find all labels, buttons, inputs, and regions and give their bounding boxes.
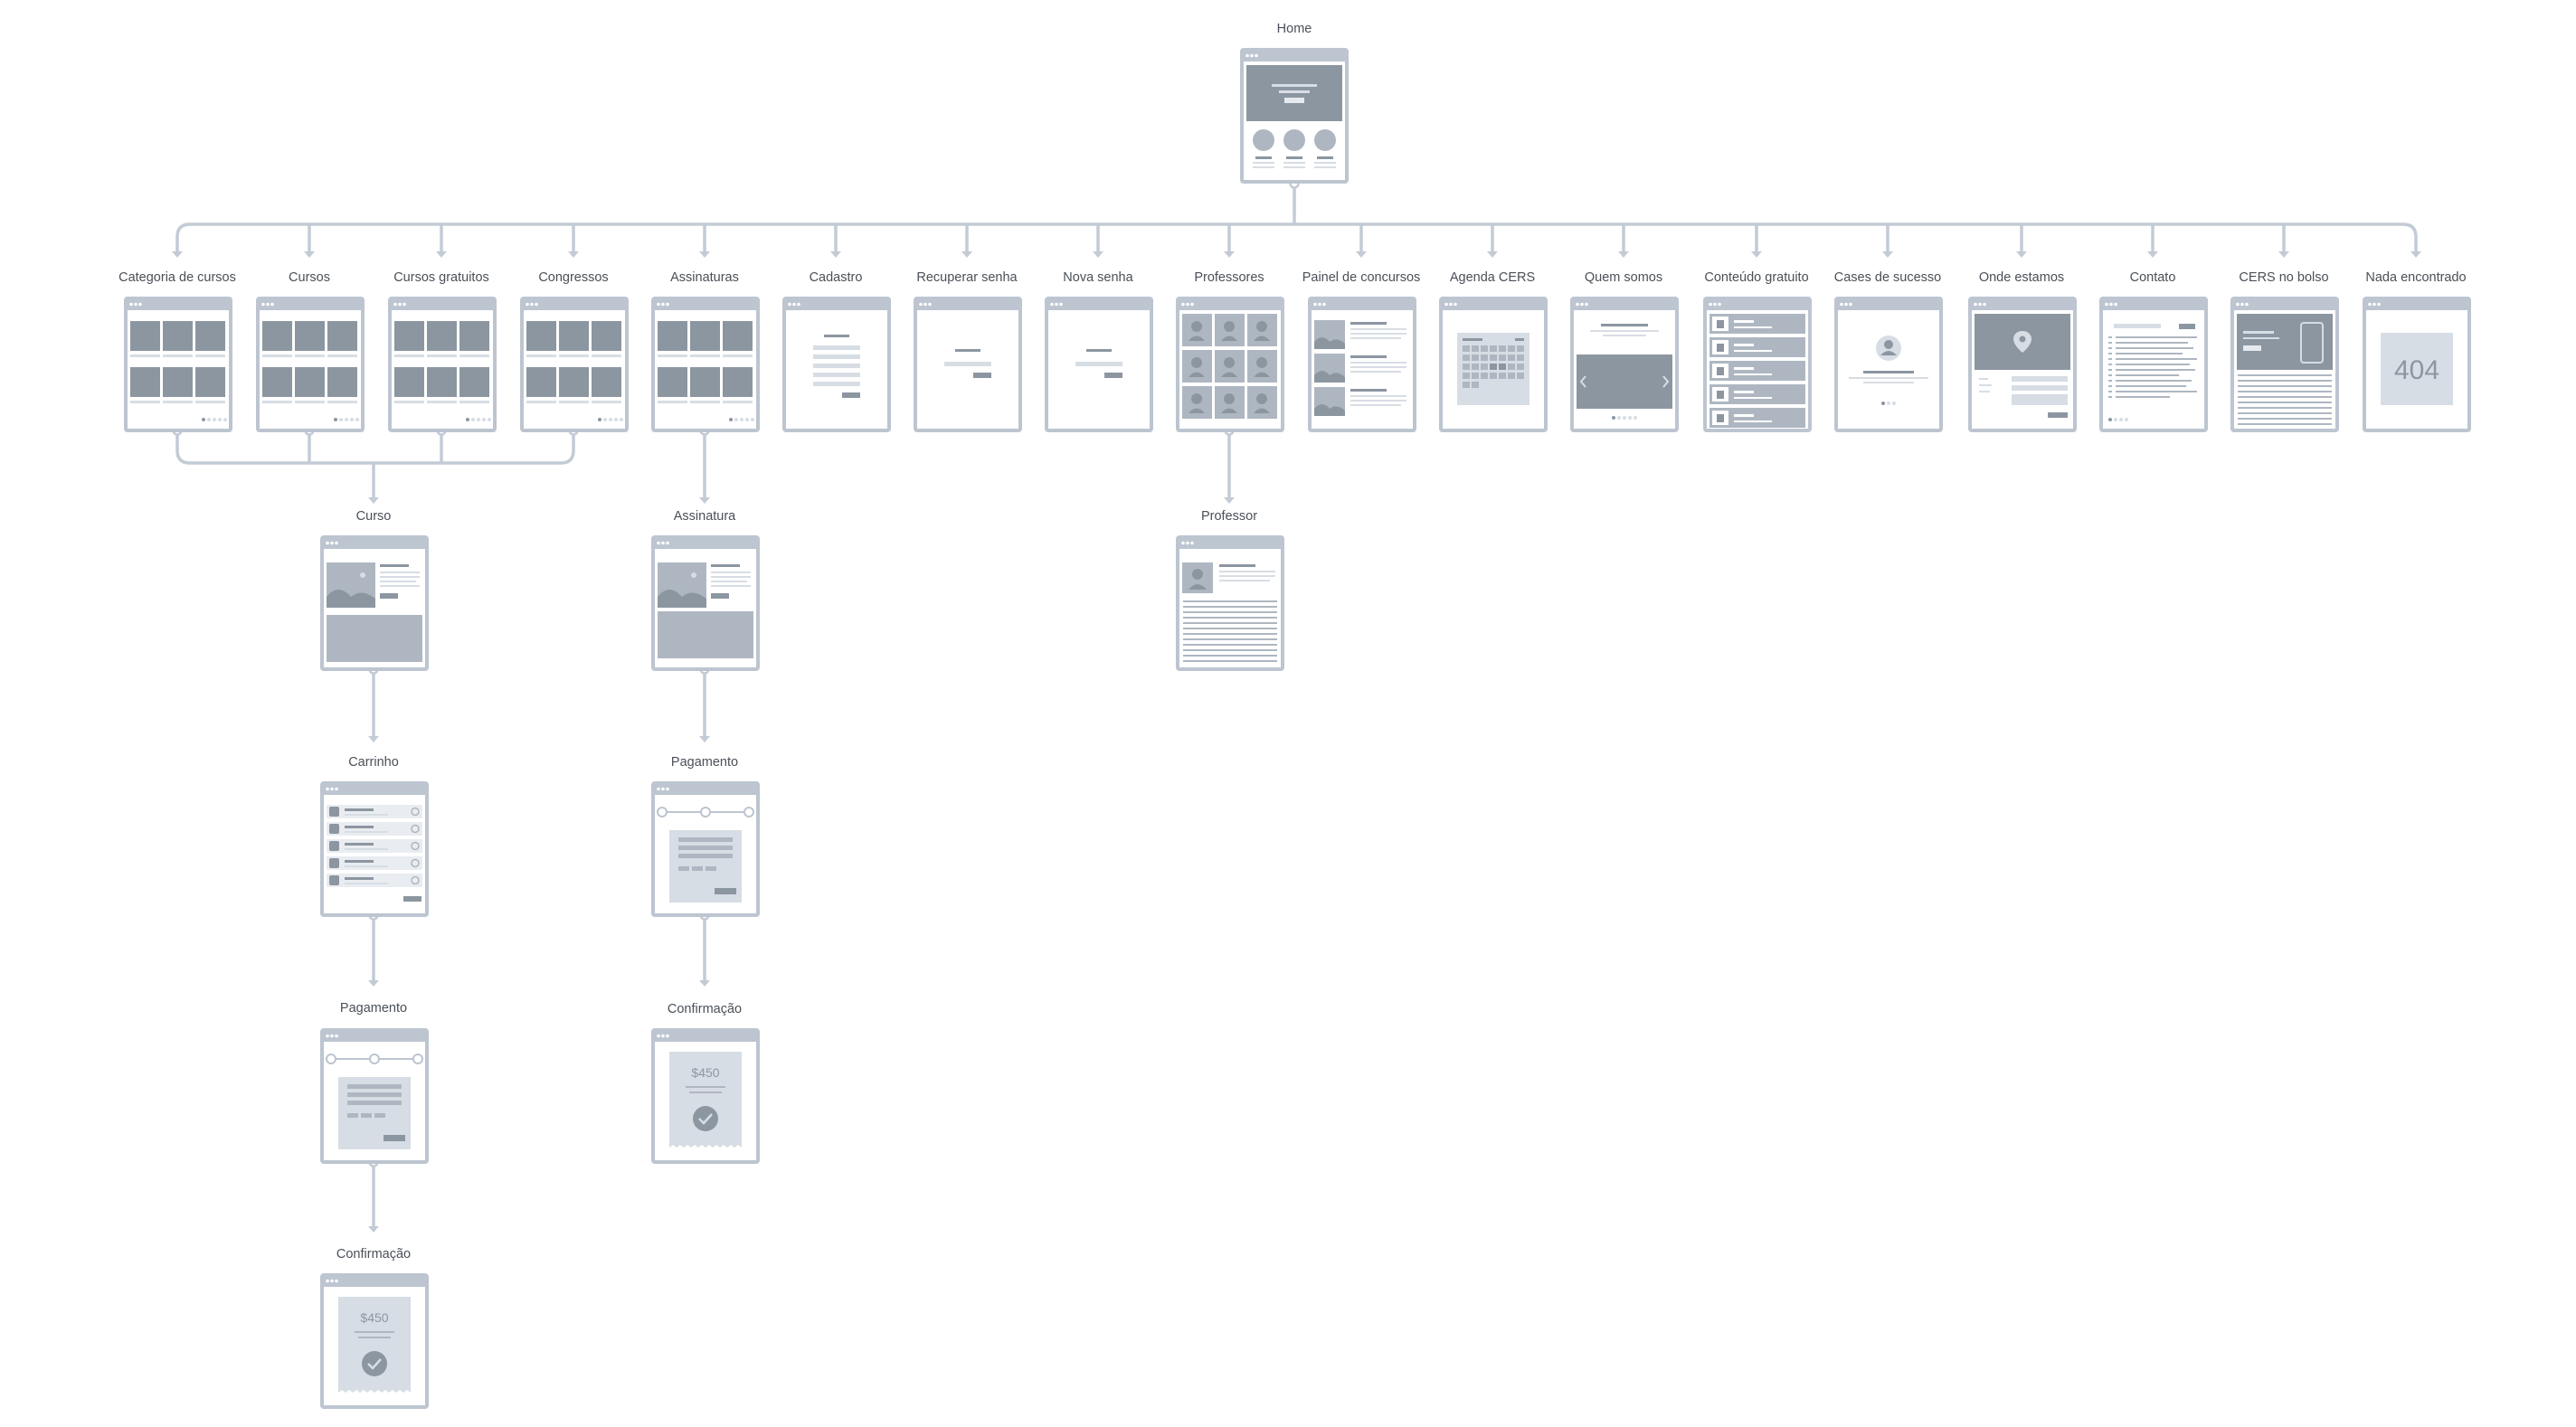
page-contato[interactable]: Contato — [2099, 270, 2208, 432]
page-label: Pagamento — [340, 1001, 407, 1016]
wireframe-thumbnail — [124, 297, 232, 432]
wireframe-thumbnail — [256, 297, 365, 432]
page-curso[interactable]: Curso — [320, 509, 429, 671]
page-label: Contato — [2130, 270, 2176, 285]
wireframe-thumbnail — [520, 297, 629, 432]
page-label: Confirmação — [336, 1247, 411, 1262]
wireframe-thumbnail — [651, 535, 760, 671]
connector-lines — [175, 185, 2418, 1230]
wireframe-thumbnail — [320, 1028, 429, 1164]
page-label: Cadastro — [810, 270, 863, 285]
wireframe-thumbnail — [1968, 297, 2077, 432]
page-cases-de-sucesso[interactable]: Cases de sucesso — [1834, 270, 1943, 432]
page-carrinho[interactable]: Carrinho — [320, 755, 429, 917]
page-label: Assinatura — [674, 509, 736, 524]
page-assinatura[interactable]: Assinatura — [651, 509, 760, 671]
page-agenda-cers[interactable]: Agenda CERS — [1439, 270, 1548, 432]
page-home[interactable]: Home — [1240, 22, 1349, 184]
wireframe-thumbnail — [1703, 297, 1812, 432]
page-label: Congressos — [538, 270, 608, 285]
check-icon — [362, 1351, 387, 1376]
page-professores[interactable]: Professores — [1176, 270, 1284, 432]
page-professor[interactable]: Professor — [1176, 509, 1284, 671]
wireframe-thumbnail — [651, 297, 760, 432]
page-conteudo-gratuito[interactable]: Conteúdo gratuito — [1703, 270, 1812, 432]
page-pagamento-assinatura[interactable]: Pagamento — [651, 755, 760, 917]
page-label: Home — [1277, 22, 1312, 36]
page-label: Nada encontrado — [2365, 270, 2466, 285]
error-code-text: 404 — [2394, 355, 2439, 385]
page-confirmacao-assinatura[interactable]: Confirmação $450 — [651, 1002, 760, 1164]
page-painel-de-concursos[interactable]: Painel de concursos — [1302, 270, 1421, 432]
price-text: $450 — [691, 1065, 719, 1080]
connector-arrows — [172, 251, 2421, 1233]
wireframe-thumbnail — [651, 781, 760, 917]
wireframe-thumbnail — [388, 297, 497, 432]
wireframe-thumbnail: $450 — [320, 1273, 429, 1409]
wireframe-thumbnail: $450 — [651, 1028, 760, 1164]
wireframe-thumbnail — [2230, 297, 2339, 432]
page-nova-senha[interactable]: Nova senha — [1045, 270, 1153, 432]
page-cursos-gratuitos[interactable]: Cursos gratuitos — [388, 270, 497, 432]
page-label: Onde estamos — [1979, 270, 2064, 285]
page-label: Painel de concursos — [1302, 270, 1421, 285]
page-label: Cursos gratuitos — [393, 270, 489, 285]
page-pagamento-curso[interactable]: Pagamento — [320, 1001, 429, 1164]
page-label: Nova senha — [1063, 270, 1133, 285]
wireframe-thumbnail — [320, 535, 429, 671]
page-label: Recuperar senha — [916, 270, 1018, 285]
page-cers-no-bolso[interactable]: CERS no bolso — [2230, 270, 2339, 432]
wireframe-thumbnail — [1176, 535, 1284, 671]
page-label: Cases de sucesso — [1834, 270, 1941, 285]
wireframe-thumbnail: 404 — [2363, 297, 2471, 432]
wireframe-thumbnail — [782, 297, 891, 432]
page-label: Conteúdo gratuito — [1704, 270, 1808, 285]
wireframe-thumbnail — [1045, 297, 1153, 432]
wireframe-thumbnail — [2099, 297, 2208, 432]
page-label: Agenda CERS — [1450, 270, 1535, 285]
page-label: Professor — [1201, 509, 1257, 524]
page-categoria-de-cursos[interactable]: Categoria de cursos — [118, 270, 236, 432]
page-assinaturas[interactable]: Assinaturas — [651, 270, 760, 432]
wireframe-thumbnail — [1439, 297, 1548, 432]
page-congressos[interactable]: Congressos — [520, 270, 629, 432]
page-label: Carrinho — [348, 755, 399, 770]
page-label: Cursos — [289, 270, 330, 285]
wireframe-thumbnail — [1834, 297, 1943, 432]
wireframe-thumbnail — [1570, 297, 1679, 432]
wireframe-thumbnail — [1176, 297, 1284, 432]
page-onde-estamos[interactable]: Onde estamos — [1968, 270, 2077, 432]
page-quem-somos[interactable]: Quem somos — [1570, 270, 1679, 432]
page-label: Quem somos — [1585, 270, 1662, 285]
wireframe-thumbnail — [1308, 297, 1416, 432]
price-text: $450 — [360, 1310, 388, 1325]
page-label: Professores — [1194, 270, 1264, 285]
wireframe-thumbnail — [320, 781, 429, 917]
page-nada-encontrado[interactable]: Nada encontrado 404 — [2363, 270, 2471, 432]
page-recuperar-senha[interactable]: Recuperar senha — [914, 270, 1022, 432]
page-label: Categoria de cursos — [118, 270, 236, 285]
check-icon — [693, 1106, 718, 1131]
page-confirmacao-curso[interactable]: Confirmação $450 — [320, 1247, 429, 1409]
wireframe-thumbnail — [1240, 48, 1349, 184]
page-label: Pagamento — [671, 755, 738, 770]
page-label: CERS no bolso — [2239, 270, 2328, 285]
page-cursos[interactable]: Cursos — [256, 270, 365, 432]
page-label: Assinaturas — [670, 270, 739, 285]
wireframe-thumbnail — [914, 297, 1022, 432]
page-label: Confirmação — [668, 1002, 742, 1016]
page-label: Curso — [356, 509, 392, 524]
page-cadastro[interactable]: Cadastro — [782, 270, 891, 432]
